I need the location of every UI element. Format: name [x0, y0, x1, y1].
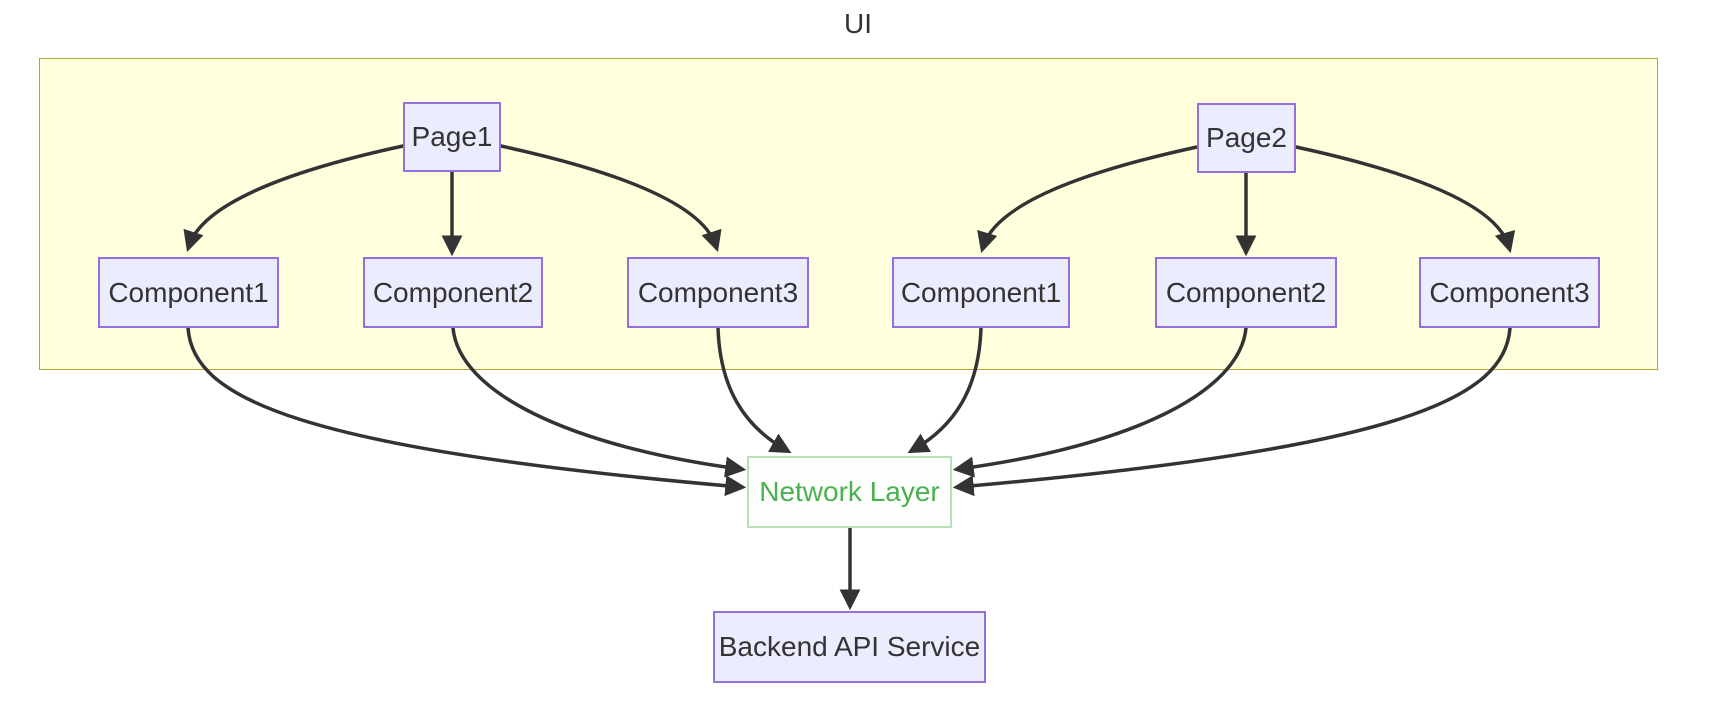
edge-ui1-component2-network — [451, 326, 747, 478]
node-page1-component2-label: Component2 — [372, 276, 534, 308]
node-page2-label: Page2 — [1206, 122, 1287, 153]
node-page1-component1: Component1 — [98, 257, 279, 328]
node-page1-component3: Component3 — [627, 257, 809, 328]
node-page2-component2-label: Component2 — [1165, 276, 1327, 308]
node-page1: Page1 — [403, 102, 501, 172]
edge-ui2-component1-network — [907, 326, 983, 454]
edge-page2-component1 — [977, 145, 1199, 254]
edge-page2-component3 — [1294, 145, 1516, 254]
ui-cluster — [39, 58, 1658, 370]
node-backend-api-service-label: Backend API Service — [718, 631, 981, 662]
edge-ui1-component1-network — [186, 326, 747, 497]
node-backend-api-service: Backend API Service — [713, 611, 986, 683]
edge-page1-component1 — [183, 144, 405, 252]
node-page2-component2: Component2 — [1155, 257, 1337, 328]
edge-ui2-component2-network — [952, 326, 1248, 478]
node-page2-component1-label: Component1 — [900, 276, 1062, 308]
node-page1-label: Page1 — [411, 121, 493, 152]
node-page1-component2: Component2 — [363, 257, 543, 328]
node-page1-component3-label: Component3 — [637, 276, 799, 308]
edge-ui2-component3-network — [952, 326, 1512, 497]
node-page2: Page2 — [1197, 103, 1296, 173]
node-page2-component3-label: Component3 — [1429, 276, 1590, 308]
node-page2-component1: Component1 — [892, 257, 1070, 328]
node-page1-component1-label: Component1 — [108, 276, 269, 308]
edge-ui1-component3-network — [716, 326, 792, 454]
node-page2-component3: Component3 — [1419, 257, 1600, 328]
node-network-layer-label: Network Layer — [759, 476, 940, 507]
node-network-layer: Network Layer — [747, 456, 952, 528]
ui-cluster-label: UI — [844, 8, 872, 39]
edge-page1-component3 — [499, 144, 722, 252]
